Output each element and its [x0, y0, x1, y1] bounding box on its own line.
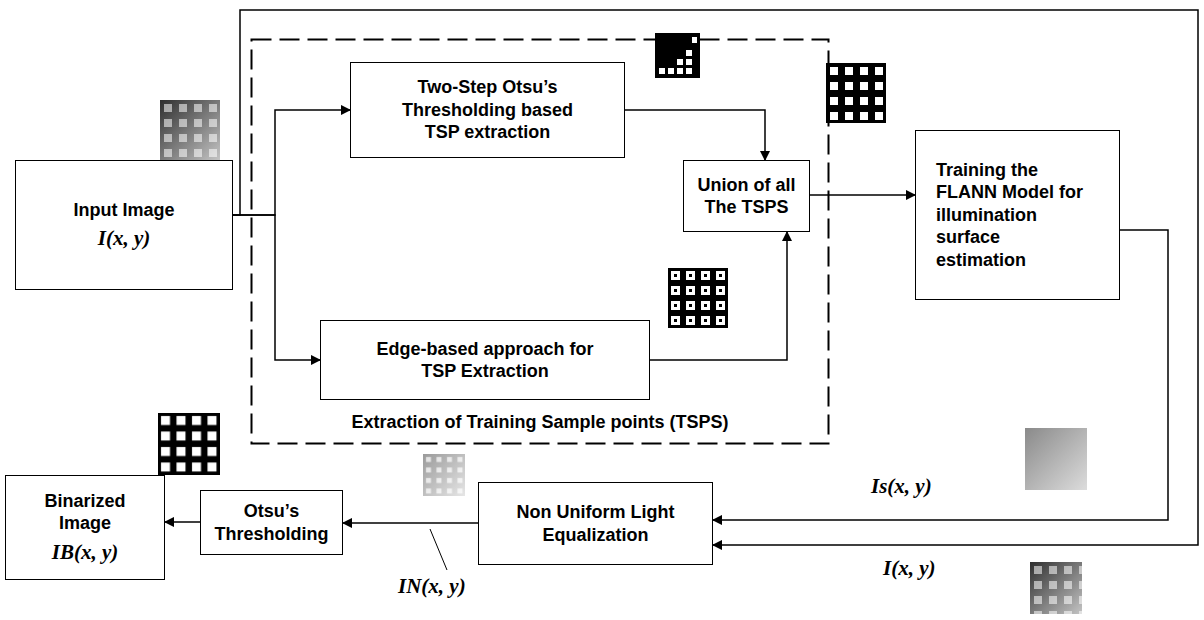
arrow-connector — [650, 232, 787, 360]
arrow-connector — [625, 110, 765, 160]
box-label: Non Uniform Light Equalization — [506, 501, 686, 546]
process-box: Edge-based approach for TSP Extraction — [320, 320, 650, 400]
process-box: Union of all The TSPS — [683, 160, 810, 232]
output-box: Binarized ImageIB(x, y) — [5, 475, 165, 580]
box-label: Otsu’s Thresholding — [208, 500, 336, 545]
process-box: Two-Step Otsu’s Thresholding based TSP e… — [350, 62, 625, 158]
signal-label: IN(x, y) — [395, 574, 469, 599]
thumb-ground — [1030, 562, 1082, 614]
thumb-ground — [160, 100, 220, 160]
box-label: Input Image — [73, 199, 174, 222]
box-label: Binarized Image — [25, 490, 145, 535]
union-thumbnail — [826, 63, 886, 123]
thumb-cell — [686, 59, 692, 65]
region-label: Extraction of Training Sample points (TS… — [250, 411, 830, 434]
process-box: Non Uniform Light Equalization — [478, 482, 713, 565]
thumb-cell — [677, 68, 683, 74]
arrow-connector — [810, 194, 915, 196]
binary-thumbnail — [158, 413, 220, 475]
signal-label: I(x, y) — [880, 556, 938, 581]
input-thumbnail — [160, 100, 220, 160]
arrow-connector — [233, 10, 1198, 545]
thumb-grid — [1030, 562, 1082, 614]
thumb-grid — [160, 100, 220, 160]
thumb-cell — [686, 50, 692, 56]
equalized-thumbnail — [423, 454, 465, 496]
math-label: IB(x, y) — [52, 539, 119, 565]
thumb-grid — [668, 268, 728, 328]
thumb-cell — [692, 37, 697, 43]
surface-thumbnail — [1025, 428, 1087, 490]
thumb-cell — [659, 68, 665, 74]
box-label: Two-Step Otsu’s Thresholding based TSP e… — [388, 76, 588, 144]
input-thumbnail — [1030, 562, 1082, 614]
dashed-region: Extraction of Training Sample points (TS… — [250, 38, 830, 445]
arrow-connector — [165, 521, 200, 523]
thumb-grid — [158, 413, 220, 475]
thumb-ground — [1025, 428, 1087, 490]
signal-label: Is(x, y) — [868, 474, 935, 499]
box-label: Training the FLANN Model for illuminatio… — [936, 159, 1086, 272]
thumb-cell — [668, 68, 674, 74]
box-label: Edge-based approach for TSP Extraction — [363, 338, 608, 383]
process-box: Training the FLANN Model for illuminatio… — [915, 130, 1120, 300]
thumb-grid — [423, 454, 465, 496]
dashed-border — [252, 40, 829, 444]
thumb-grid — [826, 63, 886, 123]
thumb-ground — [423, 454, 465, 496]
thumb-cell — [677, 59, 683, 65]
arrow-connector — [233, 215, 320, 360]
process-box: Otsu’s Thresholding — [200, 490, 343, 555]
edge-thumbnail — [668, 268, 728, 328]
math-label: I(x, y) — [98, 225, 150, 251]
thumb-cell — [686, 68, 692, 74]
arrow-connector — [343, 522, 478, 524]
leader-line — [430, 529, 447, 570]
input-box: Input ImageI(x, y) — [15, 160, 233, 290]
box-label: Union of all The TSPS — [691, 174, 803, 219]
